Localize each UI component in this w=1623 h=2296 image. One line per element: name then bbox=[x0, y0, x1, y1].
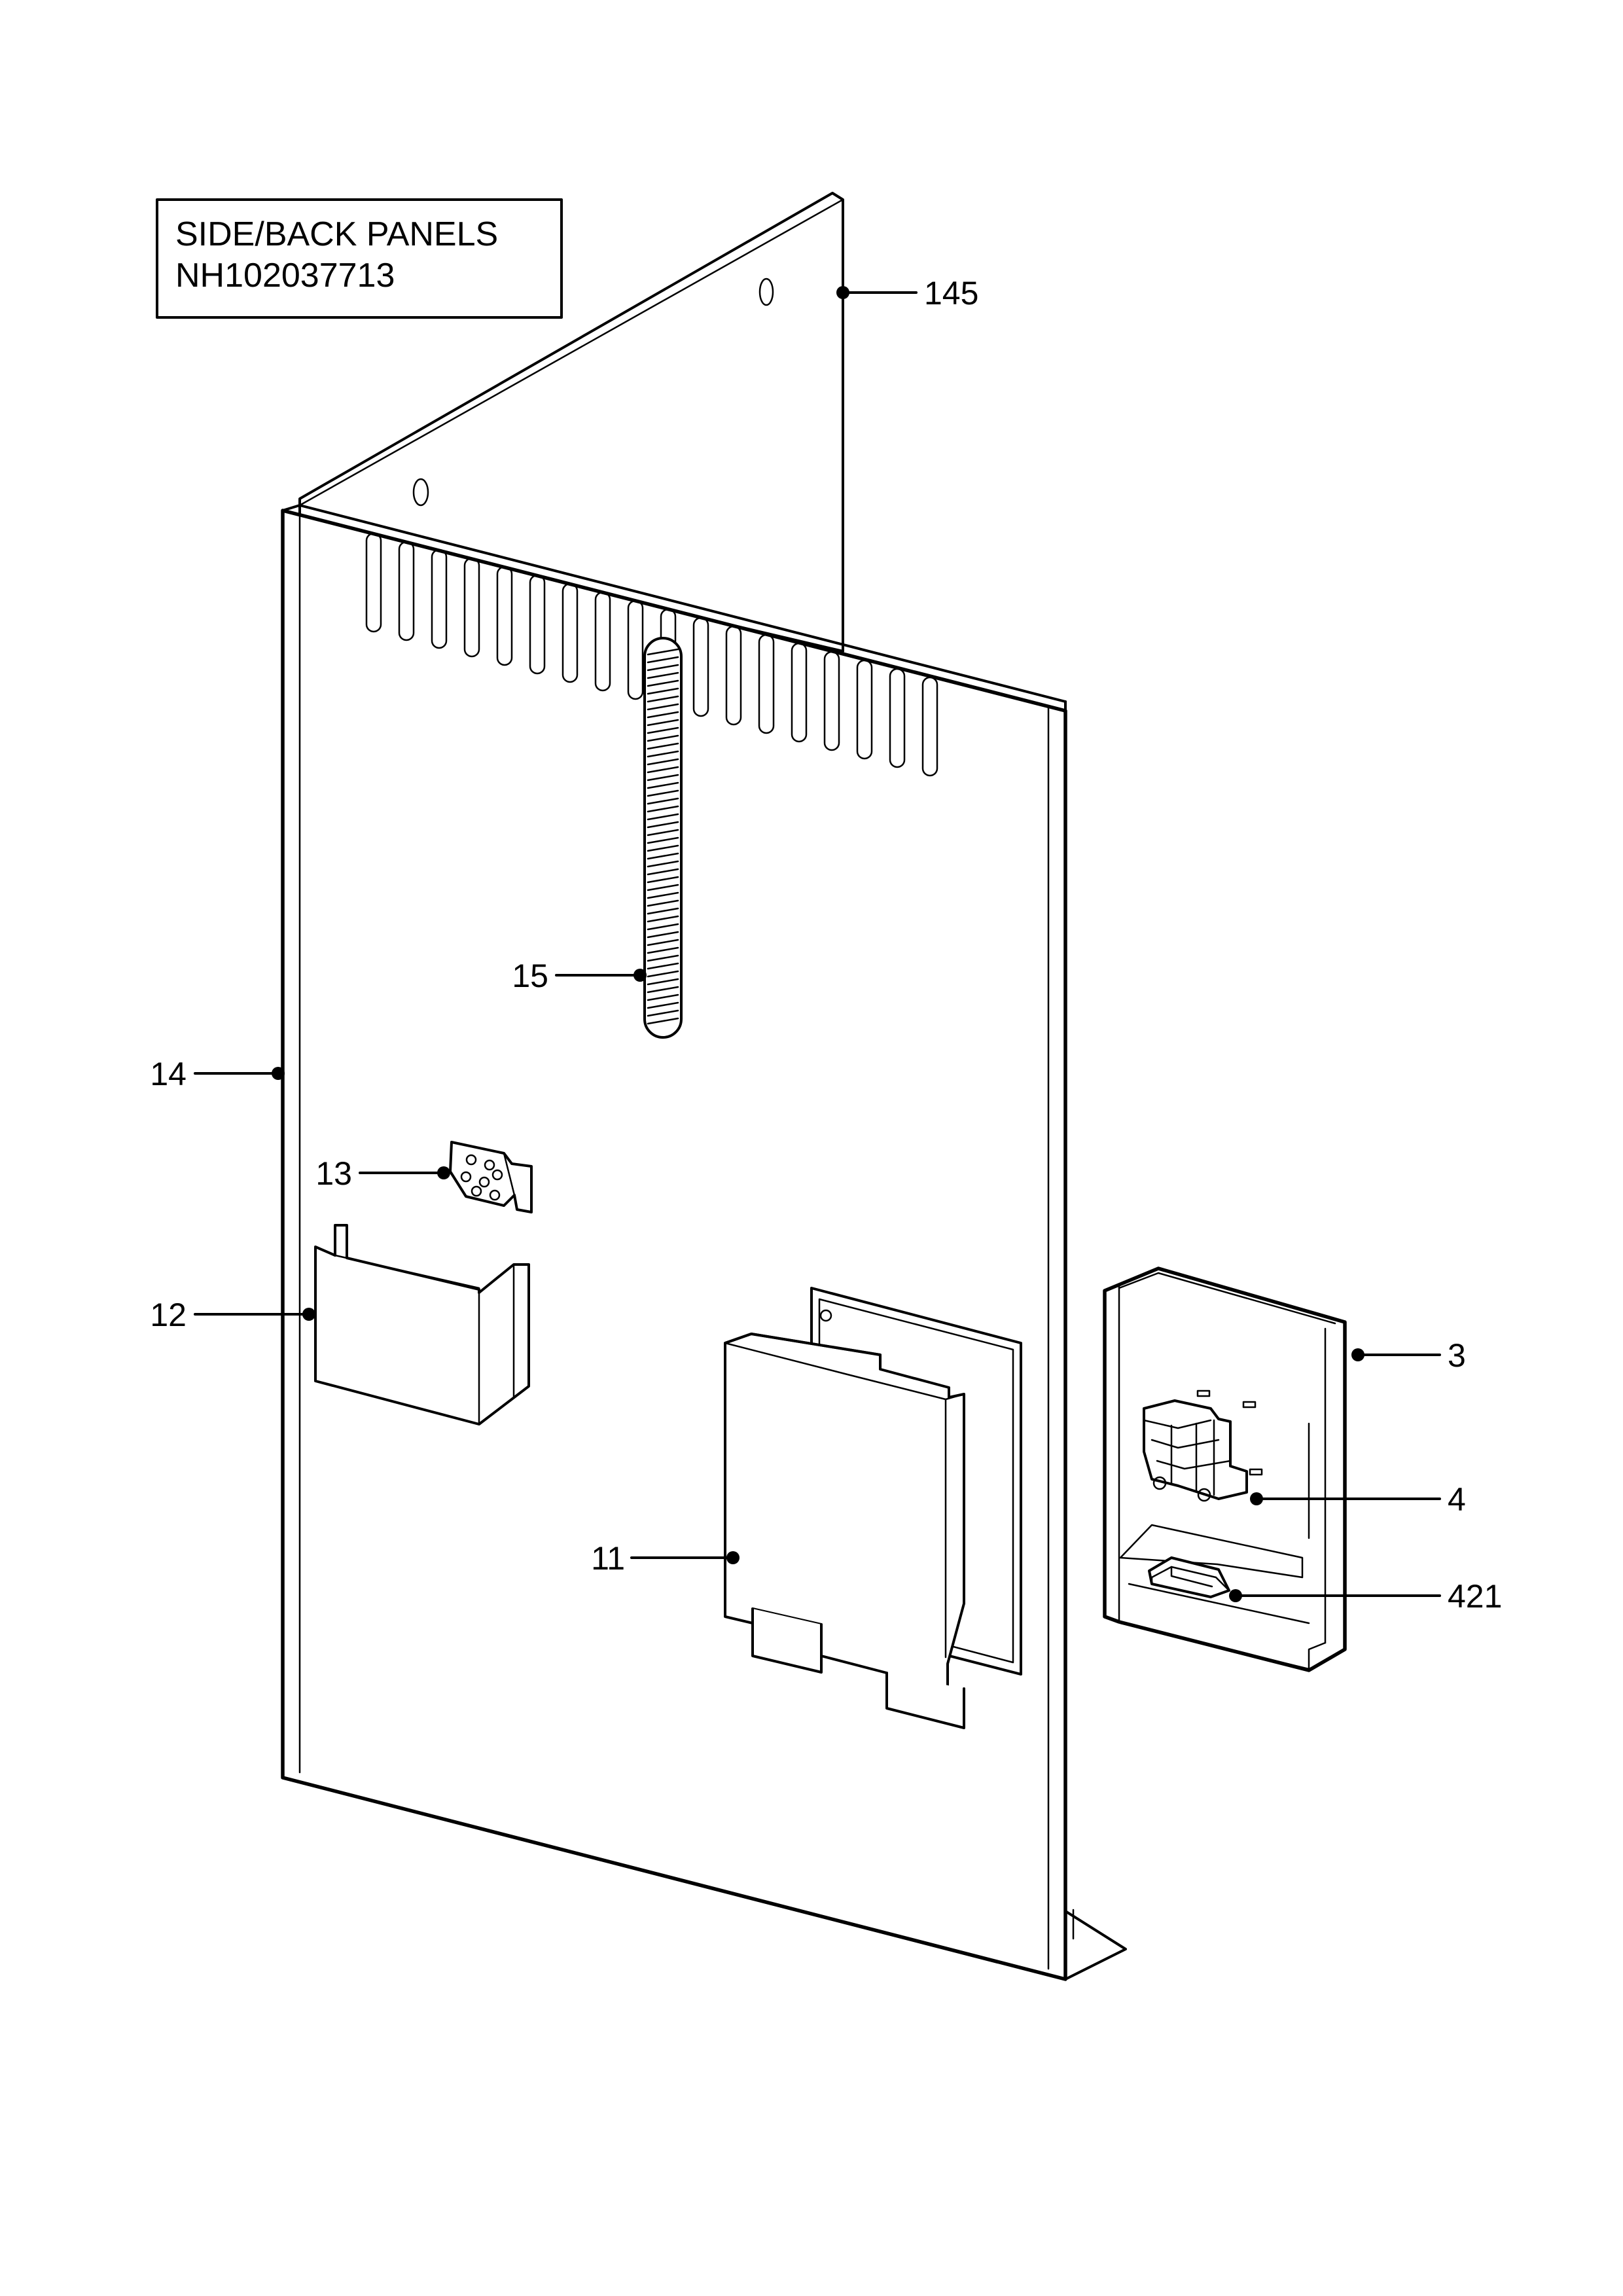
leader-dot bbox=[272, 1067, 285, 1080]
title-frame bbox=[156, 198, 563, 319]
leader-dot bbox=[302, 1308, 315, 1321]
part-15-threaded-rod bbox=[643, 637, 683, 1039]
part-4-terminal-block bbox=[1143, 1399, 1263, 1502]
leader-dot bbox=[836, 286, 849, 299]
title-line-1: SIDE/BACK PANELS bbox=[175, 215, 498, 253]
callout-421: 421 bbox=[1448, 1578, 1502, 1615]
leader-dot bbox=[1351, 1348, 1364, 1361]
part-421-switch bbox=[1148, 1556, 1230, 1598]
part-12-cover bbox=[314, 1224, 530, 1426]
callout-12: 12 bbox=[150, 1297, 187, 1333]
leader-dots bbox=[272, 286, 1364, 1602]
callout-145: 145 bbox=[924, 275, 978, 312]
leader-dot bbox=[1229, 1589, 1242, 1602]
leader-dot bbox=[633, 969, 647, 982]
callout-14: 14 bbox=[150, 1056, 187, 1092]
callout-15: 15 bbox=[512, 958, 548, 994]
part-11-control-box bbox=[724, 1287, 1022, 1729]
callout-13: 13 bbox=[315, 1155, 352, 1192]
part-13-bracket bbox=[449, 1141, 533, 1213]
leader-dot bbox=[1250, 1492, 1263, 1505]
callout-labels: 145 15 14 13 12 11 3 4 421 bbox=[150, 275, 1502, 1615]
title-line-2: NH102037713 bbox=[175, 257, 395, 295]
callout-4: 4 bbox=[1448, 1481, 1466, 1518]
leader-lines bbox=[194, 291, 1441, 1597]
title-box: SIDE/BACK PANELS NH102037713 bbox=[156, 198, 563, 319]
callout-11: 11 bbox=[591, 1540, 625, 1577]
mount-hole bbox=[758, 278, 774, 306]
callout-3: 3 bbox=[1448, 1337, 1466, 1374]
part-14-side-panel bbox=[281, 504, 1127, 1981]
mount-hole bbox=[412, 478, 429, 507]
ventilation-slots bbox=[365, 532, 938, 777]
leader-dot bbox=[726, 1551, 740, 1564]
leader-dot bbox=[437, 1166, 450, 1179]
